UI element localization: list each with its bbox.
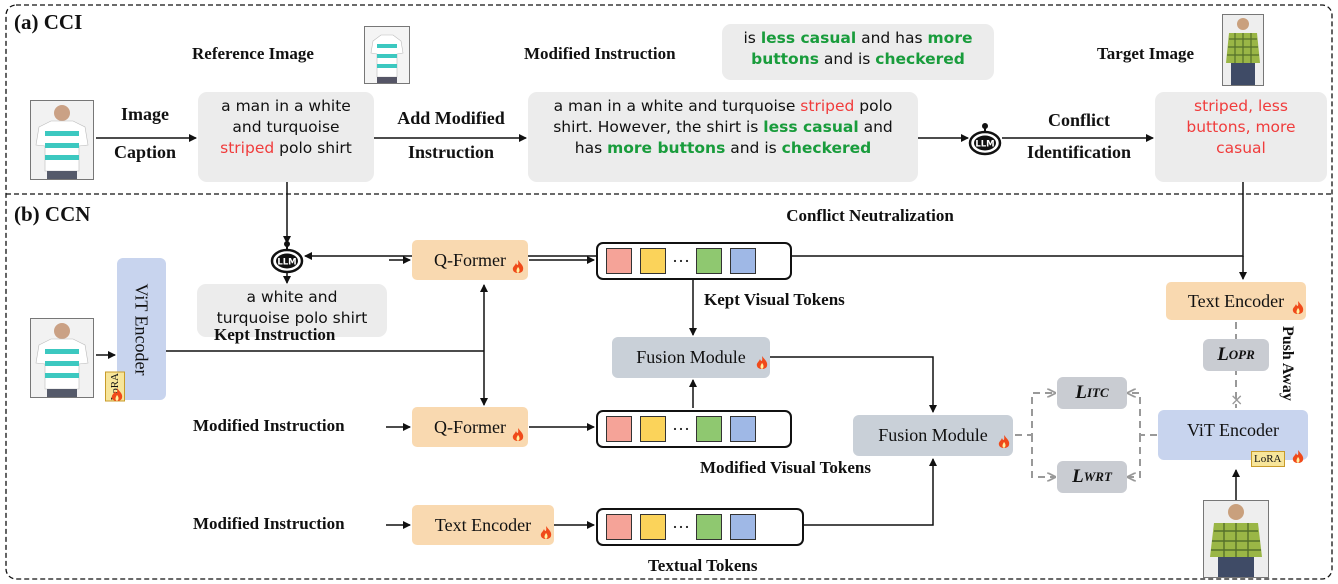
conflict-bubble: striped, less buttons, more casual — [1155, 92, 1327, 182]
token-red — [606, 514, 632, 540]
svg-text:LLM: LLM — [277, 258, 296, 268]
push-x-bottom: × — [1230, 390, 1243, 409]
reference-image — [364, 26, 410, 84]
kept-instruction-bubble: a white and turquoise polo shirt — [197, 284, 387, 337]
target-plaid-shirt-icon — [1223, 15, 1263, 85]
trainable-flame-icon — [512, 428, 524, 441]
source-image-ccn — [30, 318, 94, 398]
token-ellipsis: ··· — [672, 250, 690, 271]
vit-encoder-right: ViT Encoder — [1158, 410, 1308, 460]
token-yellow — [640, 514, 666, 540]
source-image-cci — [30, 100, 94, 180]
llm-icon-ccn: LLM — [270, 240, 304, 274]
token-yellow — [640, 248, 666, 274]
fusion-module-1: Fusion Module — [612, 337, 770, 378]
qformer-bottom: Q-Former — [412, 407, 528, 447]
kept-instruction-label: Kept Instruction — [214, 325, 336, 344]
arrow-fusion1-to-fusion2 — [770, 356, 937, 413]
lora-badge-right: LoRA — [1251, 451, 1285, 467]
svg-text:LLM: LLM — [975, 140, 994, 150]
add-modified-label-2: Instruction — [407, 142, 494, 162]
modified-visual-token-row: ··· — [596, 410, 792, 448]
textual-tokens-label: Textual Tokens — [648, 556, 758, 575]
token-green — [695, 514, 722, 540]
trainable-flame-icon — [111, 388, 123, 401]
token-red — [606, 248, 632, 274]
trainable-flame-icon — [540, 526, 552, 539]
dash-vit-to-wrt — [1128, 435, 1141, 477]
arrow-textual-to-fusion2 — [796, 458, 937, 526]
push-away-label: Push Away — [1279, 326, 1296, 401]
combined-text-bubble: a man in a white and turquoise striped p… — [528, 92, 918, 182]
textual-token-row: ··· — [596, 508, 804, 546]
trainable-flame-icon — [1292, 450, 1304, 463]
kept-visual-token-row: ··· — [596, 242, 792, 280]
token-green — [695, 248, 722, 274]
dash-fusion-to-wrt — [1031, 435, 1055, 477]
text-encoder-right: Text Encoder — [1166, 282, 1306, 320]
modified-instruction-label-ccn-1: Modified Instruction — [193, 416, 345, 435]
token-green — [695, 416, 722, 442]
target-image-label: Target Image — [1097, 44, 1195, 63]
section-label-ccn: (b) CCN — [14, 202, 91, 226]
image-caption-label-2: Caption — [113, 142, 176, 162]
token-ellipsis: ··· — [672, 418, 690, 439]
trainable-flame-icon — [1292, 301, 1304, 314]
modified-instruction-label-ccn-2: Modified Instruction — [193, 514, 345, 533]
token-red — [606, 416, 632, 442]
vit-encoder-left: ViT Encoder — [117, 258, 166, 400]
modified-instruction-bubble: is less casual and has more buttons and … — [722, 24, 994, 80]
token-ellipsis: ··· — [672, 516, 690, 537]
token-yellow — [640, 416, 666, 442]
llm-icon: LLM — [968, 122, 1002, 156]
fusion-module-2: Fusion Module — [853, 415, 1013, 456]
trainable-flame-icon — [998, 435, 1010, 448]
dash-fusion-to-itc — [1015, 393, 1055, 436]
add-modified-label-1: Add Modified — [397, 108, 505, 128]
source-shirt-icon — [31, 101, 93, 179]
source-shirt-icon-ccn — [31, 319, 93, 397]
conflict-label-2: Identification — [1026, 142, 1131, 162]
target-image-top — [1222, 14, 1264, 86]
target-image-ccn — [1203, 500, 1269, 578]
conflict-neutralization-label: Conflict Neutralization — [786, 206, 954, 225]
caption-bubble: a man in a white and turquoise striped p… — [198, 92, 374, 182]
qformer-top: Q-Former — [412, 240, 528, 280]
conflict-label-1: Conflict — [1048, 110, 1110, 130]
reference-image-label: Reference Image — [192, 44, 314, 63]
image-caption-label-1: Image — [121, 104, 169, 124]
token-blue — [729, 514, 756, 540]
trainable-flame-icon — [756, 356, 768, 369]
modified-instruction-label-cci: Modified Instruction — [524, 44, 676, 63]
dash-vit-to-itc — [1128, 393, 1157, 436]
section-label-cci: (a) CCI — [14, 10, 83, 34]
frame-outer — [5, 4, 1333, 580]
target-plaid-shirt-icon-ccn — [1204, 501, 1268, 577]
reference-shirt-icon — [365, 27, 409, 83]
text-encoder-left: Text Encoder — [412, 505, 554, 545]
token-blue — [729, 248, 756, 274]
modified-visual-tokens-label: Modified Visual Tokens — [700, 458, 872, 477]
token-blue — [729, 416, 756, 442]
trainable-flame-icon — [512, 260, 524, 273]
kept-visual-tokens-label: Kept Visual Tokens — [704, 290, 845, 309]
